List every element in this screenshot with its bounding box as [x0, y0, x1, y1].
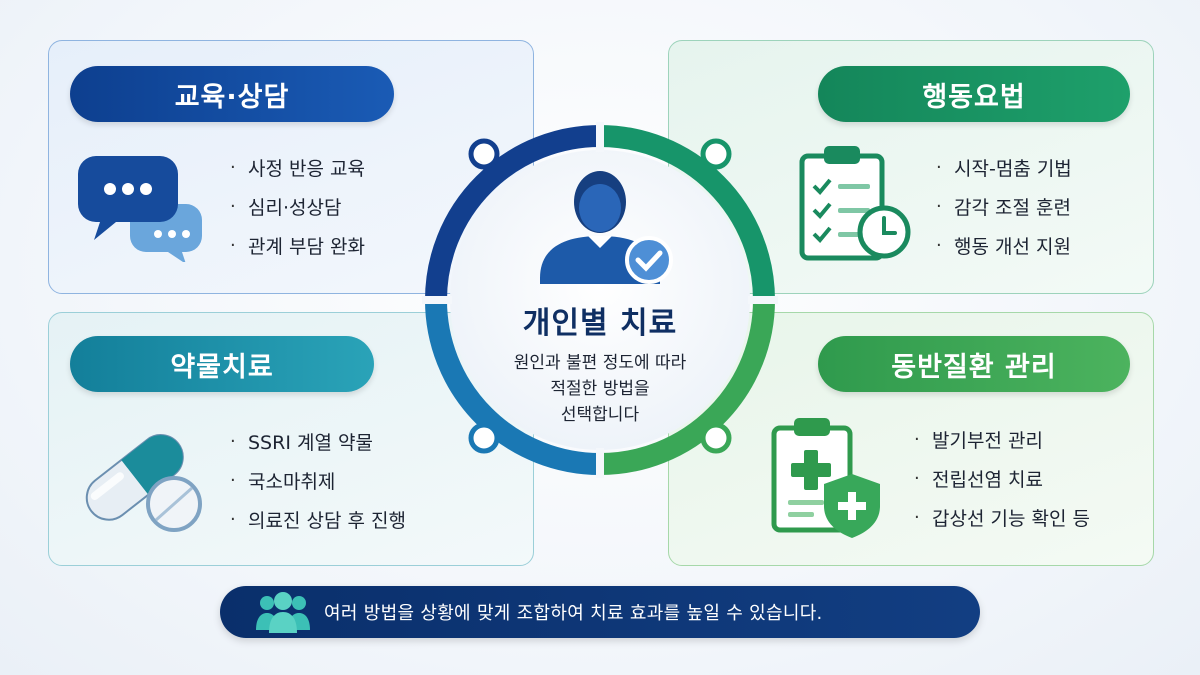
list-item: ·감각 조절 훈련	[936, 196, 1071, 219]
comorbidity-items: ·발기부전 관리 ·전립선염 치료 ·갑상선 기능 확인 등	[914, 420, 1090, 537]
comorbidity-title: 동반질환 관리	[818, 336, 1130, 392]
ring-node-icon	[700, 138, 732, 170]
list-item: ·행동 개선 지원	[936, 235, 1071, 258]
list-item: ·발기부전 관리	[914, 429, 1043, 452]
education-title: 교육·상담	[70, 66, 394, 122]
ring-arc-behavior	[599, 125, 775, 301]
summary-text: 여러 방법을 상황에 맞게 조합하여 치료 효과를 높일 수 있습니다.	[324, 603, 823, 624]
ring-node-icon	[468, 138, 500, 170]
list-item: ·SSRI 계열 약물	[230, 431, 373, 454]
medical-clipboard-shield-icon	[771, 418, 880, 538]
list-item: ·심리·성상담	[230, 196, 342, 219]
list-item: ·관계 부담 완화	[230, 235, 365, 258]
education-items: ·사정 반응 교육 ·심리·성상담 ·관계 부담 완화	[230, 148, 365, 265]
pill-capsule-icon	[85, 434, 202, 532]
summary-banner: 여러 방법을 상황에 맞게 조합하여 치료 효과를 높일 수 있습니다.	[220, 586, 980, 638]
list-item: ·의료진 상담 후 진행	[230, 509, 406, 532]
medication-title: 약물치료	[70, 336, 374, 392]
ring-arc-medication	[425, 299, 601, 475]
central-ring	[422, 122, 778, 478]
ring-arc-comorbidity	[599, 299, 775, 475]
center-description: 원인과 불편 정도에 따라 적절한 방법을 선택합니다	[513, 353, 687, 425]
list-item: ·국소마취제	[230, 470, 336, 493]
people-group-icon	[256, 592, 310, 633]
chat-bubbles-icon	[78, 156, 202, 262]
ring-arc-education	[425, 125, 601, 301]
list-item: ·시작-멈춤 기법	[936, 157, 1072, 180]
person-check-icon	[540, 171, 673, 284]
center-title: 개인별 치료	[522, 306, 678, 341]
behavior-title: 행동요법	[818, 66, 1130, 122]
behavior-items: ·시작-멈춤 기법 ·감각 조절 훈련 ·행동 개선 지원	[936, 148, 1072, 265]
ring-node-icon	[700, 422, 732, 454]
list-item: ·전립선염 치료	[914, 468, 1043, 491]
medication-items: ·SSRI 계열 약물 ·국소마취제 ·의료진 상담 후 진행	[230, 422, 406, 539]
clipboard-checklist-clock-icon	[799, 146, 911, 261]
ring-node-icon	[468, 422, 500, 454]
list-item: ·사정 반응 교육	[230, 157, 365, 180]
list-item: ·갑상선 기능 확인 등	[914, 507, 1090, 530]
center-disc	[450, 150, 750, 450]
